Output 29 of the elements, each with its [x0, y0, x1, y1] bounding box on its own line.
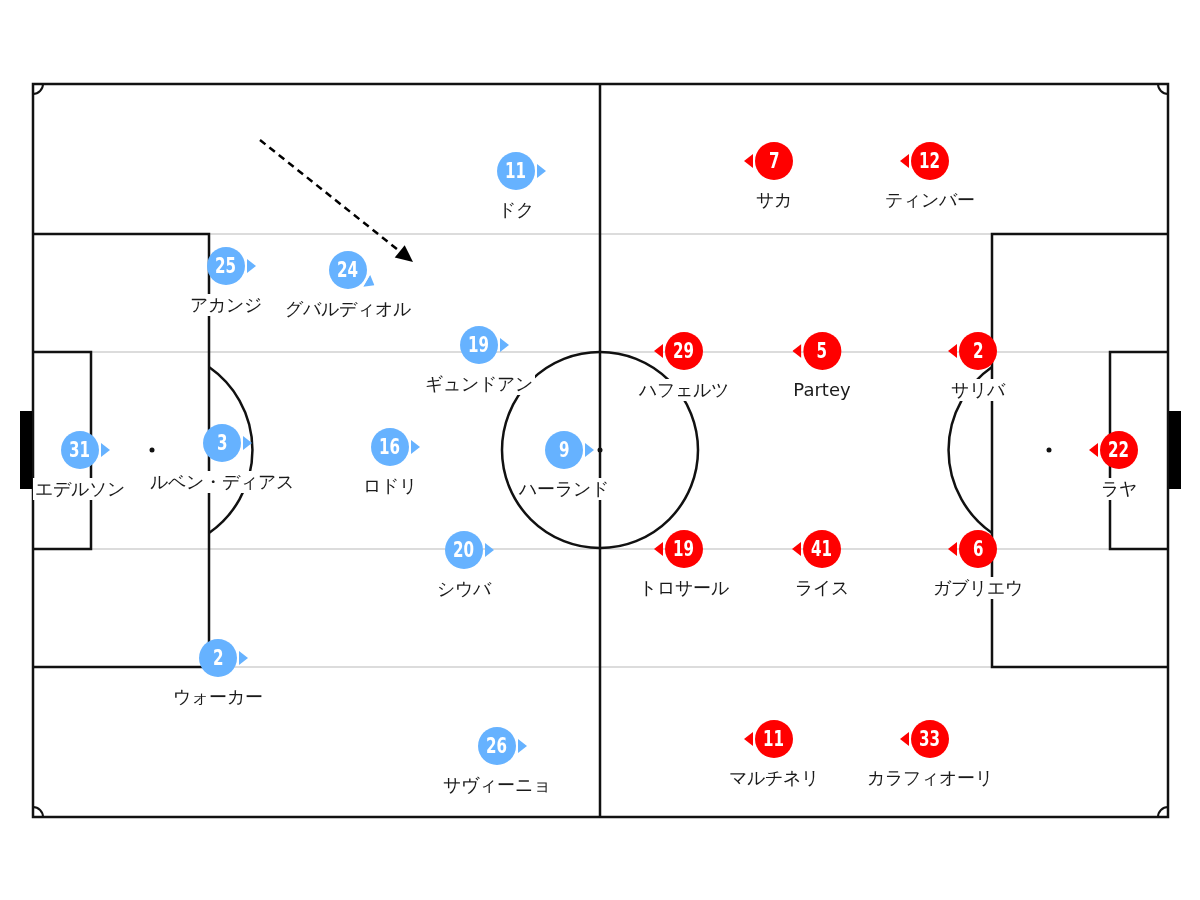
player-token: 12: [911, 142, 949, 180]
player-token: 6: [959, 530, 997, 568]
player-token: 33: [911, 720, 949, 758]
player-name: サリバ: [949, 379, 1007, 401]
player-name: エデルソン: [33, 478, 127, 500]
player-token: 2: [959, 332, 997, 370]
player-token: 19: [460, 326, 498, 364]
player-name: ハフェルツ: [637, 379, 731, 401]
player-token: 29: [665, 332, 703, 370]
player-token: 7: [755, 142, 793, 180]
player-token: 26: [478, 727, 516, 765]
player-name: グバルディオル: [283, 298, 413, 320]
player-token: 16: [371, 428, 409, 466]
player-name: ラヤ: [1099, 478, 1139, 500]
player-token: 24: [329, 251, 367, 289]
player-token: 19: [665, 530, 703, 568]
player-token: 11: [497, 152, 535, 190]
player-token: 5: [803, 332, 841, 370]
player-token: 25: [207, 247, 245, 285]
player-token: 31: [61, 431, 99, 469]
player-name: アカンジ: [188, 294, 264, 316]
player-token: 20: [445, 531, 483, 569]
player-token: 9: [545, 431, 583, 469]
player-token: 2: [199, 639, 237, 677]
player-token: 22: [1100, 431, 1138, 469]
player-name: ギュンドアン: [423, 373, 535, 395]
player-token: 3: [203, 424, 241, 462]
player-token: 11: [755, 720, 793, 758]
player-token: 41: [803, 530, 841, 568]
